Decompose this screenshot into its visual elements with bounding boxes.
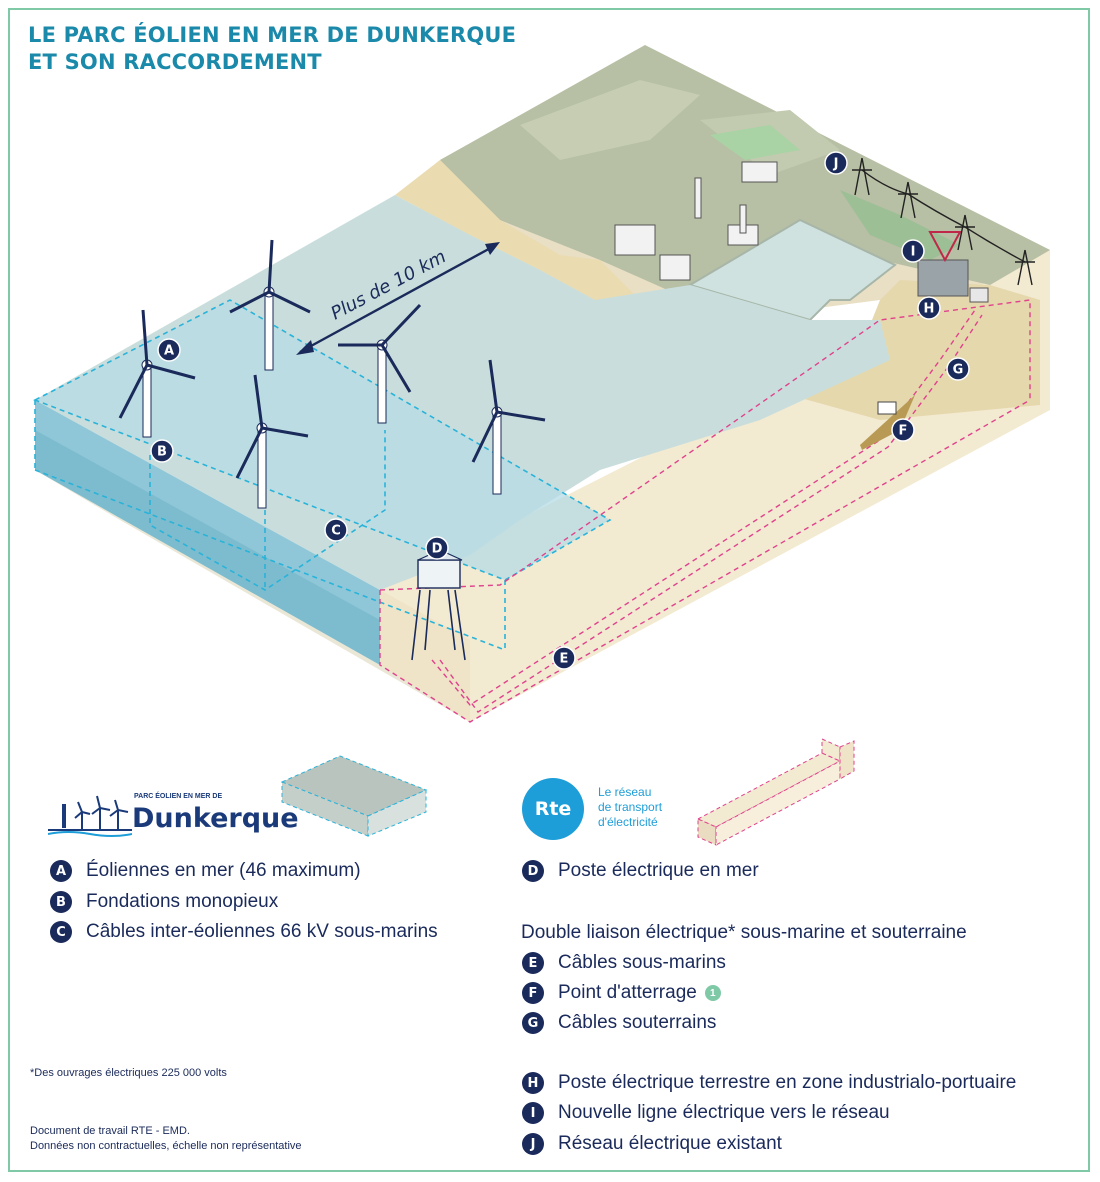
svg-text:G: G: [953, 363, 964, 378]
wind-turbine: [471, 359, 546, 495]
legend-label-g: Câbles souterrains: [558, 1012, 717, 1033]
marker-f: F: [891, 418, 915, 442]
legend-key-d: D: [522, 860, 544, 882]
wind-farm-zone: [33, 299, 612, 651]
legend-label-a: Éoliennes en mer (46 maximum): [86, 860, 361, 881]
legend-item-a: A Éoliennes en mer (46 maximum): [50, 860, 361, 882]
wind-zone-legend-swatch: [280, 755, 428, 837]
legend-key-j: J: [522, 1133, 544, 1155]
emd-logo-small-text: PARC ÉOLIEN EN MER DE: [134, 793, 223, 800]
rte-text-line-1: Le réseau: [598, 785, 652, 799]
landing-point: [860, 395, 915, 450]
marker-a: A: [157, 338, 181, 362]
legend-key-a: A: [50, 860, 72, 882]
legend-key-c: C: [50, 921, 72, 943]
title-line-2: ET SON RACCORDEMENT: [28, 50, 322, 74]
svg-text:D: D: [432, 542, 443, 557]
wind-turbine: [235, 374, 309, 509]
legend-item-h: H Poste électrique terrestre en zone ind…: [522, 1072, 1016, 1094]
svg-text:F: F: [899, 424, 908, 439]
svg-text:C: C: [331, 524, 341, 539]
legend-item-j: J Réseau électrique existant: [522, 1133, 782, 1155]
legend-label-f: Point d'atterrage: [558, 982, 697, 1003]
legend-item-i: I Nouvelle ligne électrique vers le rése…: [522, 1102, 890, 1124]
sea-cross-section: [35, 400, 470, 722]
title-line-1: LE PARC ÉOLIEN EN MER DE DUNKERQUE: [28, 23, 517, 47]
existing-power-line: [852, 157, 1035, 286]
rte-text-line-2: de transport: [598, 800, 663, 814]
marker-d: D: [425, 536, 449, 560]
marker-c: C: [324, 518, 348, 542]
sea-surface: [35, 195, 890, 590]
svg-text:J: J: [833, 157, 839, 172]
svg-text:I: I: [911, 245, 916, 260]
svg-text:B: B: [157, 445, 167, 460]
legend-item-g: G Câbles souterrains: [522, 1012, 716, 1034]
wind-turbine: [338, 303, 422, 424]
legend-key-i: I: [522, 1102, 544, 1124]
legend-key-g: G: [522, 1012, 544, 1034]
legend-label-b: Fondations monopieux: [86, 891, 279, 912]
legend-key-e: E: [522, 952, 544, 974]
diagram-markers: A B C D E F G H I J: [150, 151, 970, 670]
marker-i: I: [901, 239, 925, 263]
rte-text-line-3: d'électricité: [598, 815, 658, 829]
marker-b: B: [150, 439, 174, 463]
legend-label-c: Câbles inter-éoliennes 66 kV sous-marins: [86, 921, 438, 942]
legend-item-b: B Fondations monopieux: [50, 891, 278, 913]
emd-logo-icon: [48, 795, 132, 837]
wind-turbine: [229, 239, 311, 371]
legend-label-d: Poste électrique en mer: [558, 860, 759, 881]
emd-logo: PARC ÉOLIEN EN MER DE Dunkerque: [48, 790, 299, 838]
note-reference-badge: 1: [704, 985, 721, 1001]
export-cable-corridor: [379, 299, 1031, 723]
legend-key-h: H: [522, 1072, 544, 1094]
rte-logo-text: Le réseau de transport d'électricité: [598, 785, 662, 830]
legend-item-d: D Poste électrique en mer: [522, 860, 759, 882]
legend-label-j: Réseau électrique existant: [558, 1133, 782, 1154]
rte-logo-badge: Rte: [522, 778, 584, 840]
legend-item-c: C Câbles inter-éoliennes 66 kV sous-mari…: [50, 921, 438, 943]
legend-item-f: F Point d'atterrage 1: [522, 982, 721, 1004]
wind-turbine: [118, 309, 196, 438]
footnote: *Des ouvrages électriques 225 000 volts: [30, 1067, 227, 1079]
svg-text:H: H: [924, 302, 935, 317]
marker-g: G: [946, 357, 970, 381]
marker-h: H: [917, 296, 941, 320]
page-title: LE PARC ÉOLIEN EN MER DE DUNKERQUE ET SO…: [28, 22, 516, 76]
legend-key-f: F: [522, 982, 544, 1004]
page-frame: [8, 8, 1090, 1172]
marker-j: J: [824, 151, 848, 175]
legend-key-b: B: [50, 891, 72, 913]
cable-corridor-legend-swatch: [696, 738, 855, 846]
legend-label-i: Nouvelle ligne électrique vers le réseau: [558, 1102, 890, 1123]
document-note-1: Document de travail RTE - EMD.: [30, 1125, 190, 1137]
industrial-buildings: [614, 161, 778, 281]
svg-text:A: A: [164, 344, 174, 359]
document-note-2: Données non contractuelles, échelle non …: [30, 1140, 302, 1152]
wind-turbines: [118, 239, 546, 509]
emd-logo-big-text: Dunkerque: [132, 803, 299, 834]
legend-label-e: Câbles sous-marins: [558, 952, 726, 973]
legend-label-h: Poste électrique terrestre en zone indus…: [558, 1072, 1017, 1093]
land-substation: [917, 231, 989, 303]
marker-e: E: [552, 646, 576, 670]
svg-text:E: E: [560, 652, 569, 667]
legend-group-heading: Double liaison électrique* sous-marine e…: [521, 922, 967, 943]
legend-item-e: E Câbles sous-marins: [522, 952, 726, 974]
